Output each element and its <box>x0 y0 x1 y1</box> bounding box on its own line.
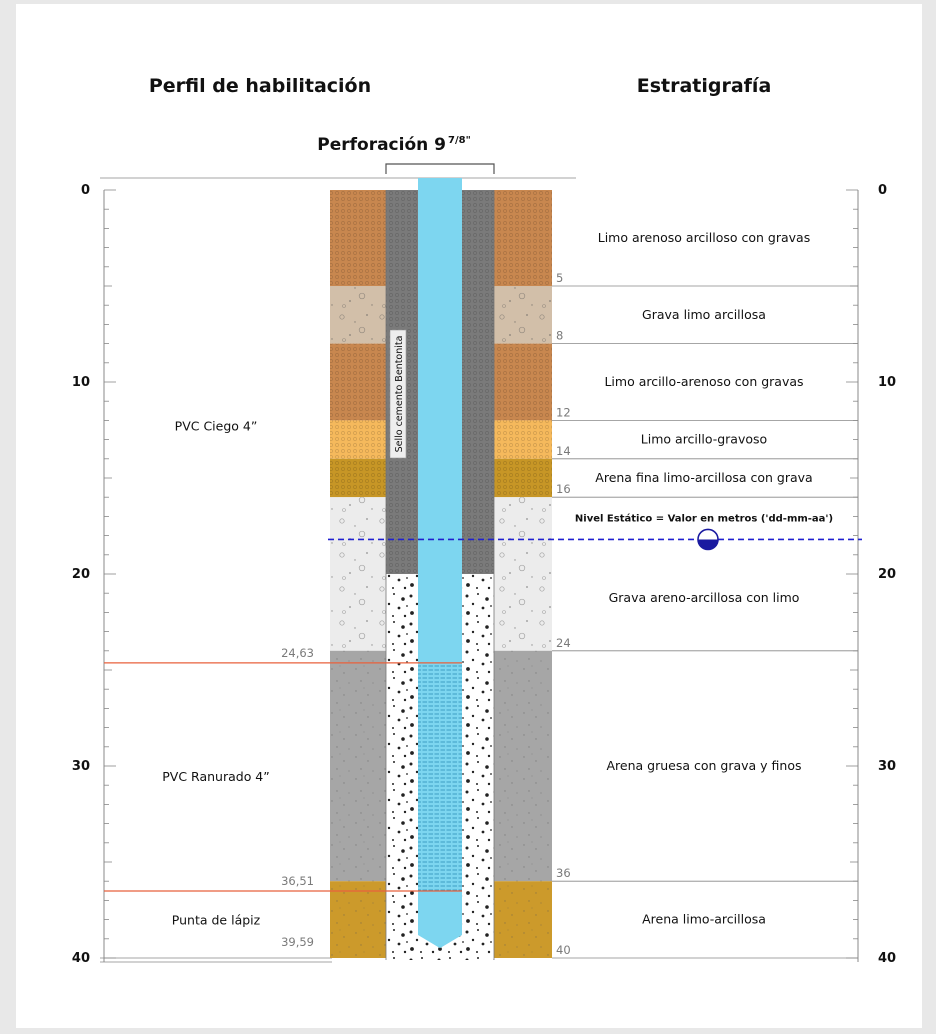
left-axis-tick-label: 40 <box>72 951 90 966</box>
casing-labels: PVC Ciego 4” PVC Ranurado 4” Punta de lápi… <box>162 418 314 949</box>
right-axis-tick-label: 0 <box>878 183 887 198</box>
left-depth-axis: 0 10 20 30 40 <box>72 183 116 966</box>
casing-section-label: PVC Ciego 4” <box>175 418 258 433</box>
stratum-description: Arena limo-arcillosa <box>642 912 766 927</box>
borehole-diameter-fraction: 7/8" <box>448 135 471 146</box>
seal-label-text: Sello cemento Bentonita <box>394 336 405 453</box>
right-axis-tick-label: 30 <box>878 759 896 774</box>
strata-right-column <box>494 190 552 958</box>
stratum-bottom-depth: 24 <box>556 636 571 650</box>
static-water-level-label: Nivel Estático = Valor en metros ('dd-mm… <box>575 512 833 524</box>
right-axis-tick-label: 20 <box>878 567 896 582</box>
stratum-bottom-depth: 14 <box>556 444 571 458</box>
right-depth-axis: 0 10 20 30 40 <box>846 183 896 966</box>
borehole-log-diagram: Perfil de habilitación Estratigrafía Per… <box>72 75 896 966</box>
stratum-description: Limo arcillo-arenoso con gravas <box>604 374 803 389</box>
stratum-bottom-depth: 8 <box>556 329 563 343</box>
stratum-pattern <box>330 881 386 958</box>
stratum-description: Limo arenoso arcilloso con gravas <box>598 230 810 245</box>
right-axis-tick-label: 10 <box>878 375 896 390</box>
stratum-pattern <box>330 650 386 882</box>
stratum-pattern <box>494 343 552 421</box>
stratum-pattern <box>330 458 386 498</box>
stratum-description: Arena gruesa con grava y finos <box>606 758 801 773</box>
stratum-pattern <box>494 650 552 882</box>
borehole-width-bracket <box>385 163 495 174</box>
stratum-bottom-depth: 12 <box>556 405 571 419</box>
left-axis-tick-label: 0 <box>81 183 90 198</box>
water-level-symbol-icon <box>697 528 719 551</box>
casing-depth-label: 39,59 <box>281 935 314 949</box>
stratum-pattern <box>494 458 552 498</box>
stratum-pattern <box>494 497 552 651</box>
casing-section-label: Punta de lápiz <box>172 913 261 928</box>
stratum-bottom-depth: 16 <box>556 482 571 496</box>
stratum-pattern <box>330 343 386 421</box>
strata-boundary-lines <box>552 285 858 959</box>
stratum-pattern <box>330 420 386 459</box>
seal-label-box <box>389 329 407 459</box>
stratum-pattern <box>494 286 552 344</box>
left-axis-tick-label: 10 <box>72 375 90 390</box>
left-axis-tick-label: 20 <box>72 567 90 582</box>
stratum-bottom-depth: 5 <box>556 271 563 285</box>
stratum-pattern <box>330 497 386 651</box>
stratum-pattern <box>330 286 386 344</box>
right-axis-tick-label: 40 <box>878 951 896 966</box>
casing-depth-label: 36,51 <box>281 874 314 888</box>
borehole-log-card: Perfil de habilitación Estratigrafía Per… <box>16 4 922 1028</box>
stratum-bottom-depth: 40 <box>556 943 571 957</box>
casing-interval-markers <box>104 662 462 892</box>
stratum-pattern <box>494 881 552 958</box>
stratigraphy-title: Estratigrafía <box>637 75 772 97</box>
well-completion-title: Perfil de habilitación <box>149 75 371 97</box>
stratum-description: Grava areno-arcillosa con limo <box>609 590 800 605</box>
water-level-symbol-fill <box>698 539 718 550</box>
casing-section-label: PVC Ranurado 4” <box>162 769 270 784</box>
stratum-pattern <box>330 190 386 286</box>
stratum-description: Grava limo arcillosa <box>642 307 766 322</box>
seal-label: Sello cemento Bentonita <box>389 329 407 459</box>
borehole-diameter-title: Perforación 9 <box>317 135 446 155</box>
casing-depth-label: 24,63 <box>281 646 314 660</box>
strata-left-column <box>330 190 386 958</box>
left-axis-tick-label: 30 <box>72 759 90 774</box>
stratum-description: Arena fina limo-arcillosa con grava <box>595 470 812 485</box>
stratum-description: Limo arcillo-gravoso <box>641 432 767 447</box>
stratum-bottom-depth: 36 <box>556 866 571 880</box>
slotted-pvc-section <box>418 662 462 891</box>
stratum-pattern <box>494 420 552 459</box>
stratum-pattern <box>494 190 552 286</box>
